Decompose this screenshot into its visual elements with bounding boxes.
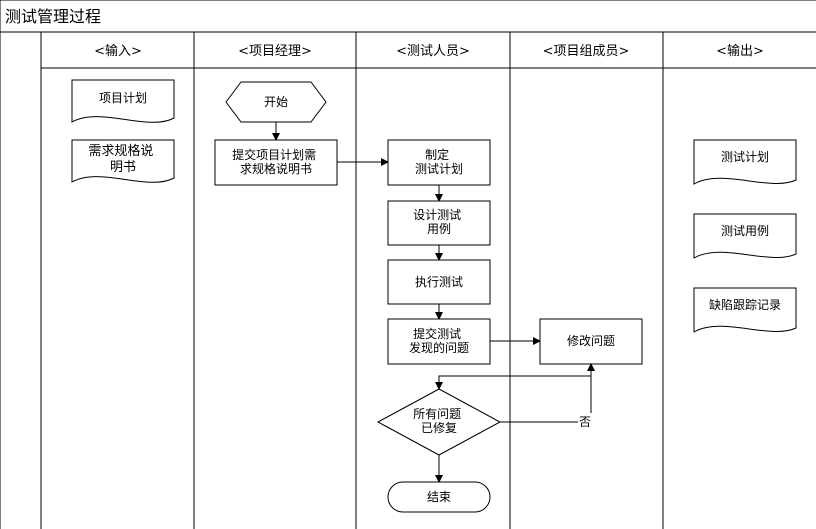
doc-out-test-plan: 测试计划 [693, 139, 797, 185]
arrow-decision-no-to-fix [500, 363, 595, 423]
svg-text:结束: 结束 [427, 490, 451, 504]
svg-text:开始: 开始 [264, 95, 288, 109]
start-node-label: 开始 [264, 95, 288, 109]
process-make-test-plan: 制定 测试计划 [387, 139, 491, 186]
edge-label-no: 否 [579, 415, 591, 429]
svg-text:缺陷跟踪记录: 缺陷跟踪记录 [709, 297, 781, 312]
lane-header-input: <输入> [94, 43, 142, 59]
doc-project-plan: 项目计划 [71, 79, 175, 123]
doc-out-defect-log-label: 缺陷跟踪记录 [709, 297, 781, 312]
svg-text:所有问题 已修复: 所有问题 已修复 [413, 407, 465, 435]
process-submit-plan-line1: 提交项目计划需 [232, 147, 316, 162]
process-make-test-plan-line1: 制定 [425, 147, 449, 162]
process-make-test-plan-line2: 测试计划 [415, 161, 463, 176]
process-execute-test: 执行测试 [387, 259, 491, 305]
lane-header-tester: <测试人员> [396, 44, 470, 59]
doc-requirements-spec: 需求规格说 明书 [71, 139, 175, 183]
doc-out-test-cases-label: 测试用例 [721, 223, 769, 238]
page-title: 测试管理过程 [5, 7, 101, 26]
process-execute-test-label: 执行测试 [415, 274, 463, 289]
end-node: 结束 [387, 481, 491, 513]
process-design-cases-line2: 用例 [427, 222, 451, 236]
process-fix-issues: 修改问题 [539, 318, 643, 365]
svg-text:修改问题: 修改问题 [567, 333, 615, 348]
process-fix-issues-label: 修改问题 [567, 333, 615, 348]
svg-text:提交测试 发现的问题: 提交测试 发现的问题 [409, 326, 469, 355]
decision-all-fixed-line2: 已修复 [421, 420, 457, 435]
no-label-bg [578, 413, 592, 429]
process-design-cases-line1: 设计测试 [413, 207, 461, 222]
svg-text:测试计划: 测试计划 [721, 149, 769, 164]
arrow-fix-to-decision [435, 364, 592, 390]
process-submit-plan: 提交项目计划需 求规格说明书 [214, 139, 338, 186]
process-submit-issues: 提交测试 发现的问题 [387, 318, 491, 365]
doc-out-test-plan-label: 测试计划 [721, 149, 769, 164]
svg-text:设计测试 用例: 设计测试 用例 [413, 207, 465, 236]
lane-header-member: <项目组成员> [543, 44, 630, 59]
svg-text:提交项目计划需 求规格说明书: 提交项目计划需 求规格说明书 [232, 147, 320, 176]
process-submit-plan-line2: 求规格说明书 [240, 161, 312, 176]
decision-all-fixed-line1: 所有问题 [413, 407, 461, 421]
svg-text:需求规格说 明书: 需求规格说 明书 [88, 143, 157, 175]
doc-requirements-spec-line1: 需求规格说 [88, 143, 153, 159]
process-design-cases: 设计测试 用例 [387, 200, 491, 246]
lane-header-output: <输出> [716, 43, 764, 59]
doc-project-plan-label: 项目计划 [99, 91, 147, 105]
svg-text:制定 测试计划: 制定 测试计划 [415, 147, 463, 176]
svg-text:测试用例: 测试用例 [721, 223, 769, 238]
process-submit-issues-line1: 提交测试 [413, 326, 461, 341]
doc-out-defect-log: 缺陷跟踪记录 [693, 287, 797, 333]
start-node: 开始 [225, 81, 327, 123]
svg-text:执行测试: 执行测试 [415, 274, 463, 289]
svg-text:项目计划: 项目计划 [99, 91, 147, 105]
end-node-label: 结束 [427, 490, 451, 504]
lane-header-pm: <项目经理> [238, 44, 312, 59]
decision-all-fixed: 所有问题 已修复 [376, 388, 502, 456]
doc-requirements-spec-line2: 明书 [110, 160, 136, 175]
doc-out-test-cases: 测试用例 [693, 213, 797, 259]
process-submit-issues-line2: 发现的问题 [409, 340, 469, 355]
